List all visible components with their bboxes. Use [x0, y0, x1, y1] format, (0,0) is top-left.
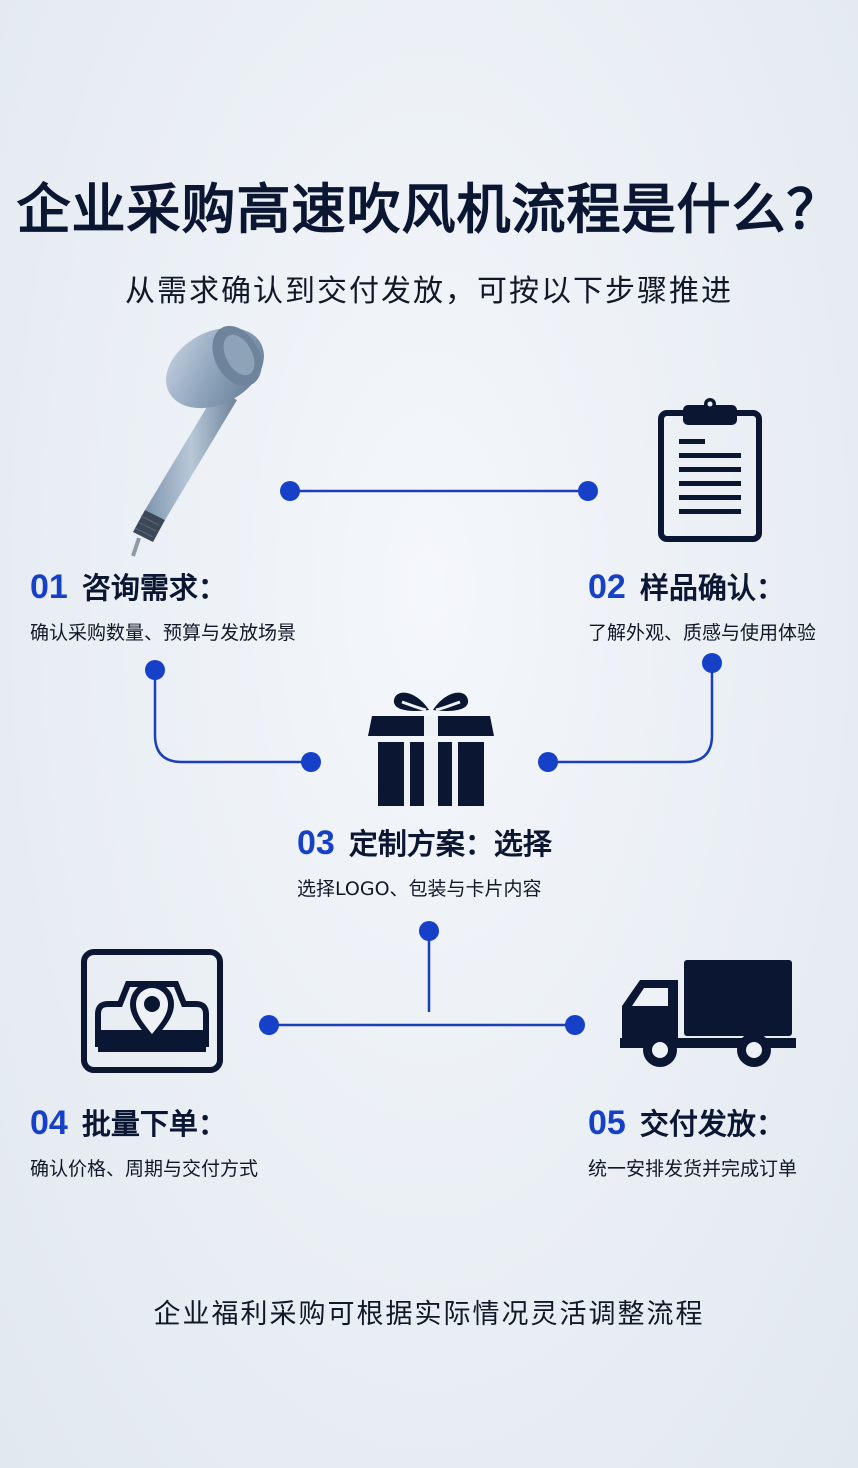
clipboard-icon	[658, 398, 762, 542]
connector-dot	[419, 921, 439, 941]
step-01: 01 咨询需求： 确认采购数量、预算与发放场景	[30, 570, 296, 645]
connector-01-03	[153, 670, 311, 764]
connector-dot	[145, 660, 165, 680]
step-04-number: 04	[30, 1104, 68, 1142]
step-02-heading: 02 样品确认：	[588, 570, 816, 604]
connector-dot	[702, 653, 722, 673]
hair-dryer-icon	[131, 325, 264, 557]
step-04-description: 确认价格、周期与交付方式	[30, 1158, 259, 1180]
step-04-heading: 04 批量下单：	[30, 1106, 258, 1140]
connector-dot	[280, 481, 300, 501]
step-03: 03 定制方案：选择 选择LOGO、包装与卡片内容	[297, 826, 552, 901]
gift-box-icon	[368, 692, 494, 806]
step-02-number: 02	[588, 568, 626, 606]
connector-02-03	[548, 663, 714, 764]
step-03-title: 定制方案：选择	[348, 827, 552, 861]
step-05-title: 交付发放：	[639, 1107, 785, 1141]
footer-note: 企业福利采购可根据实际情况灵活调整流程	[153, 1299, 705, 1330]
step-03-description: 选择LOGO、包装与卡片内容	[297, 878, 542, 900]
page-subtitle: 从需求确认到交付发放，可按以下步骤推进	[125, 274, 733, 309]
delivery-truck-icon	[620, 960, 796, 1067]
step-03-number: 03	[297, 824, 335, 862]
step-02-description: 了解外观、质感与使用体验	[588, 622, 817, 644]
step-01-title: 咨询需求：	[81, 571, 227, 605]
step-02: 02 样品确认： 了解外观、质感与使用体验	[588, 570, 816, 645]
step-04-title: 批量下单：	[81, 1107, 227, 1141]
step-04: 04 批量下单： 确认价格、周期与交付方式	[30, 1106, 258, 1181]
step-02-title: 样品确认：	[639, 571, 785, 605]
step-05: 05 交付发放： 统一安排发货并完成订单	[588, 1106, 797, 1181]
step-05-heading: 05 交付发放：	[588, 1106, 797, 1140]
location-map-icon	[81, 949, 223, 1073]
step-05-number: 05	[588, 1104, 626, 1142]
step-05-description: 统一安排发货并完成订单	[588, 1158, 798, 1180]
connector-dot	[538, 752, 558, 772]
page-title: 企业采购高速吹风机流程是什么？	[16, 178, 842, 241]
step-01-heading: 01 咨询需求：	[30, 570, 296, 604]
connector-dot	[259, 1015, 279, 1035]
step-01-description: 确认采购数量、预算与发放场景	[30, 622, 297, 644]
connector-dot	[565, 1015, 585, 1035]
connector-dot	[301, 752, 321, 772]
step-01-number: 01	[30, 568, 68, 606]
step-03-heading: 03 定制方案：选择	[297, 826, 552, 860]
connector-dot	[578, 481, 598, 501]
